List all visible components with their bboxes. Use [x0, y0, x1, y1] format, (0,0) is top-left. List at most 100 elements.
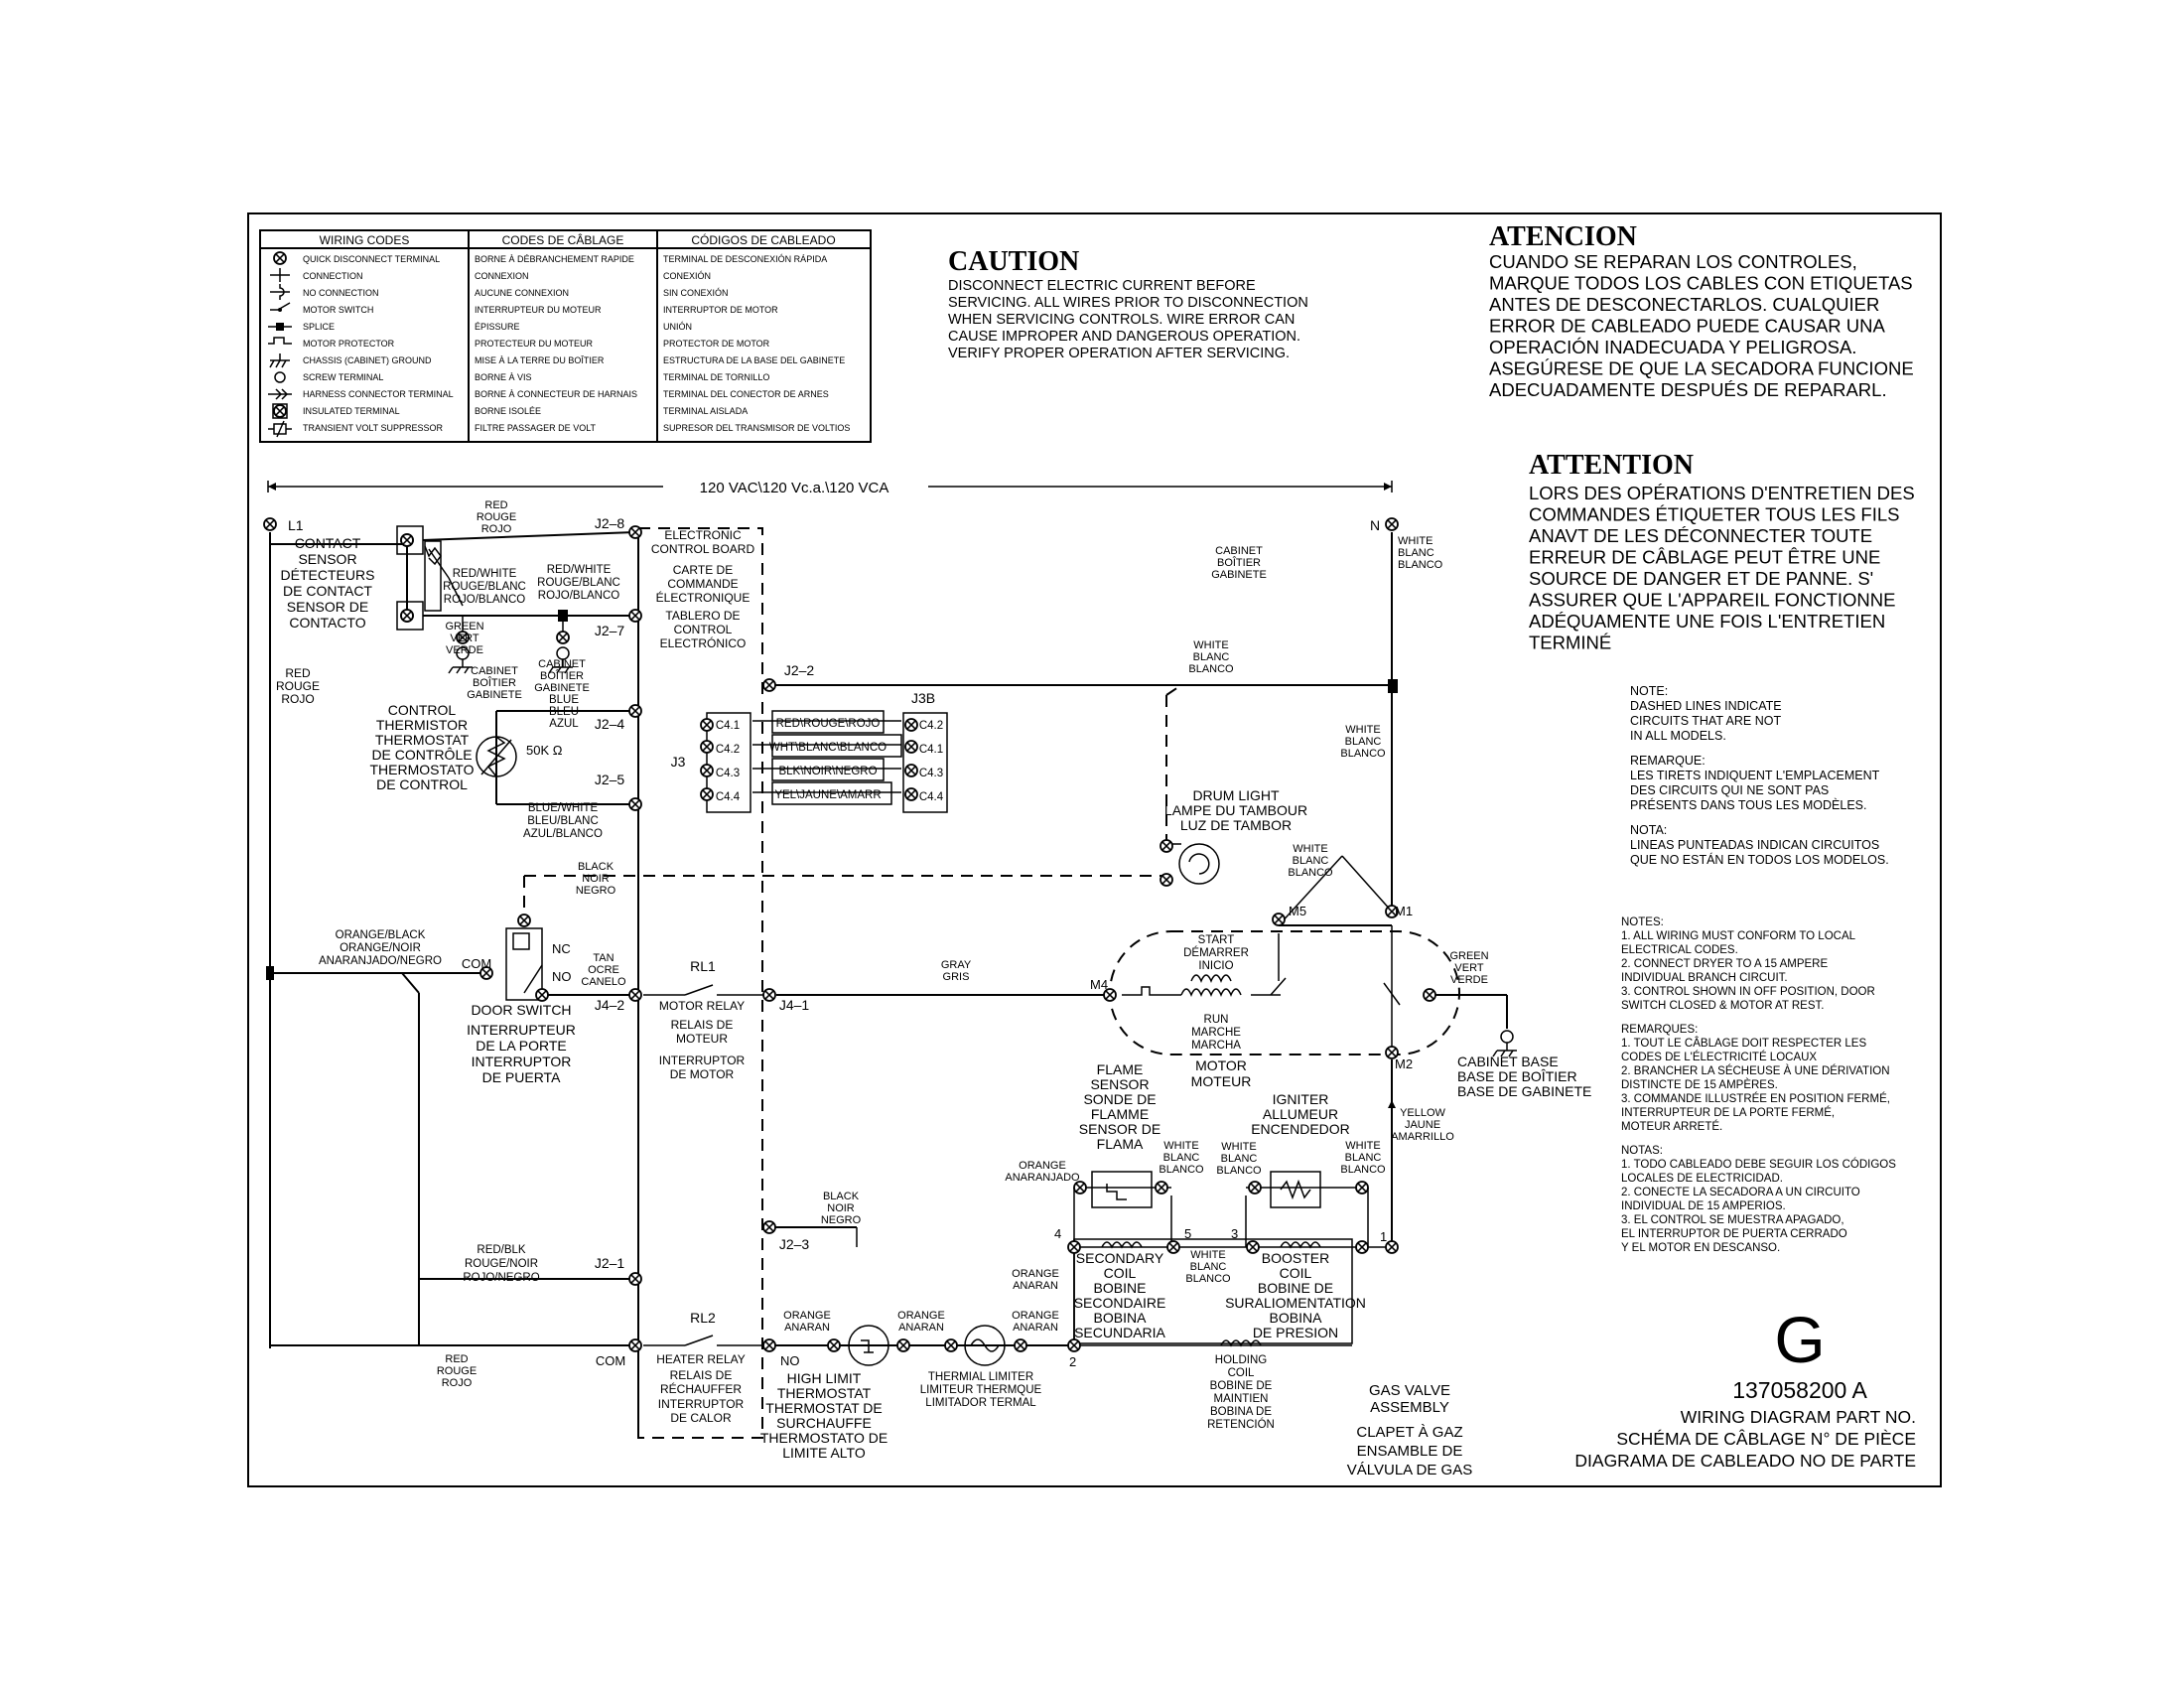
harness-connector-icon — [268, 388, 292, 400]
cabinet-base-label: BASE DE GABINETE — [1457, 1083, 1591, 1099]
quick-disconnect-terminal-icon — [1423, 988, 1436, 1002]
quick-disconnect-terminal-icon — [1272, 913, 1286, 926]
note-line: 1. TODO CABLEADO DEBE SEGUIR LOS CÓDIGOS — [1621, 1158, 1896, 1171]
code-es-text: TERMINAL DEL CONECTOR DE ARNES — [663, 389, 829, 399]
quick-disconnect-terminal-icon — [1385, 1240, 1399, 1254]
door-switch-label: DE LA PORTE — [476, 1038, 567, 1054]
quick-disconnect-terminal-icon — [628, 525, 642, 539]
wire-label: ROJO/NEGRO — [463, 1272, 539, 1284]
code-fr-text: PROTECTEUR DU MOTEUR — [475, 339, 594, 349]
quick-disconnect-terminal-icon — [904, 764, 918, 777]
pin-label: C4.3 — [919, 768, 943, 779]
quick-disconnect-terminal-icon — [1155, 1181, 1168, 1195]
wire-label: ROJO/BLANCO — [444, 594, 525, 606]
wire-label: YELLOW — [1400, 1107, 1445, 1119]
wire-label: BLEU — [549, 706, 579, 718]
quick-disconnect-terminal-icon — [1248, 1181, 1262, 1195]
pin-label: C4.2 — [716, 744, 740, 756]
wiring-codes-table: WIRING CODES CODES DE CÂBLAGE CÓDIGOS DE… — [259, 229, 872, 443]
note-line: CODES DE L'ÉLECTRICITÉ LOCAUX — [1621, 1051, 1817, 1063]
note-line: LES TIRETS INDIQUENT L'EMPLACEMENT — [1630, 769, 1880, 782]
wire-label: YEL\JAUNE\AMARR — [774, 789, 881, 801]
wire-label: WHITE — [1190, 1249, 1225, 1261]
flame-sensor-label: SENSOR DE — [1079, 1121, 1160, 1137]
note-line: SWITCH CLOSED & MOTOR AT REST. — [1621, 1000, 1824, 1012]
note-line: DASHED LINES INDICATE — [1630, 699, 1782, 713]
door-switch-label: INTERRUPTEUR — [467, 1022, 576, 1038]
wire-label: BLANC — [1190, 1261, 1227, 1273]
caution-title: CAUTION — [948, 246, 1079, 277]
cabinet-base-label: BASE DE BOÎTIER — [1457, 1068, 1577, 1084]
heater-relay-label: RELAIS DE — [670, 1368, 733, 1382]
quick-disconnect-terminal-icon — [700, 718, 714, 732]
wire-label: VERDE — [1450, 974, 1488, 986]
caution-line: SERVICING. ALL WIRES PRIOR TO DISCONNECT… — [948, 295, 1308, 311]
quick-disconnect-terminal-icon — [1355, 1240, 1369, 1254]
wire-label: RED\ROUGE\ROJO — [776, 718, 881, 730]
wire-label: GRAY — [941, 959, 972, 971]
attention-line: TERMINÉ — [1529, 633, 1611, 653]
high-limit-label: THERMOSTATO DE — [760, 1430, 887, 1446]
code-fr-text: BORNE À VIS — [475, 372, 532, 382]
wire-label: VERT — [1454, 962, 1483, 974]
contact-sensor-label: CONTACTO — [289, 615, 365, 631]
note-line: 1. ALL WIRING MUST CONFORM TO LOCAL — [1621, 930, 1856, 942]
wire-label: ROUGE/BLANC — [537, 577, 620, 589]
ecb-label: CONTROL — [674, 623, 733, 636]
flame-sensor-label: SENSOR — [1090, 1076, 1149, 1092]
motor-switch-icon — [270, 302, 291, 312]
wire-label: ANARANJADO/NEGRO — [319, 955, 442, 967]
motor-terminal-label: M2 — [1395, 1056, 1413, 1071]
quick-disconnect-terminal-icon — [1355, 1181, 1369, 1195]
connector-label: J2–5 — [595, 772, 625, 787]
quick-disconnect-terminal-icon — [904, 787, 918, 801]
code-en-text: SCREW TERMINAL — [303, 372, 383, 382]
flame-sensor-label: SONDE DE — [1083, 1091, 1156, 1107]
quick-disconnect-terminal-icon — [944, 1338, 958, 1352]
note-line: 2. CONECTE LA SECADORA A UN CIRCUITO — [1621, 1187, 1860, 1198]
gas-valve-label: ENSAMBLE DE — [1357, 1443, 1463, 1460]
quick-disconnect-terminal-icon — [1246, 1240, 1260, 1254]
wire-label: BLANC — [1345, 736, 1382, 748]
secondary-coil-label: SECUNDARIA — [1074, 1325, 1165, 1340]
thermal-limiter-label: THERMIAL LIMITER — [928, 1371, 1033, 1383]
thermistor-label: THERMISTOR — [376, 717, 468, 733]
igniter-label: ENCENDEDOR — [1251, 1121, 1350, 1137]
secondary-coil-label: BOBINE — [1094, 1280, 1147, 1296]
wire-label: CABINET — [1215, 545, 1263, 557]
code-en-text: MOTOR PROTECTOR — [303, 339, 395, 349]
code-fr-text: MISE À LA TERRE DU BOÎTIER — [475, 355, 605, 365]
motor-terminal-label: M4 — [1090, 977, 1108, 992]
terminal-label: NO — [552, 969, 572, 984]
attention-block: ATTENTION LORS DES OPÉRATIONS D'ENTRETIE… — [1529, 450, 1915, 653]
holding-coil-label: BOBINE DE — [1210, 1380, 1273, 1392]
wire-label: DÉMARRER — [1183, 946, 1249, 959]
wire-label: BLK\NOIR\NEGRO — [778, 766, 877, 777]
note-line: INTERRUPTEUR DE LA PORTE FERMÉ, — [1621, 1106, 1835, 1119]
quick-disconnect-terminal-icon — [535, 988, 549, 1002]
motor-protector-icon — [268, 337, 292, 345]
wire-label: ROJO — [442, 1377, 473, 1389]
connector-label: J4–2 — [595, 997, 625, 1013]
motor-terminal-label: M5 — [1289, 904, 1306, 918]
wire-label: WHT\BLANC\BLANCO — [769, 742, 887, 754]
note-line: MOTEUR ARRETÉ. — [1621, 1120, 1722, 1133]
door-switch-label: INTERRUPTOR — [472, 1054, 572, 1069]
general-notes: NOTES:1. ALL WIRING MUST CONFORM TO LOCA… — [1621, 916, 1896, 1254]
quick-disconnect-terminal-icon — [628, 704, 642, 718]
wire-label: WHITE — [1221, 1141, 1256, 1153]
thermistor-label: DE CONTROL — [376, 776, 468, 792]
note-line: PRÉSENTS DANS TOUS LES MODÈLES. — [1630, 797, 1867, 812]
thermal-limiter-label: LIMITEUR THERMQUE — [920, 1384, 1042, 1396]
connector-label: J2–4 — [595, 716, 625, 732]
connector-label: J2–7 — [595, 623, 625, 638]
wire-label: ORANGE — [1019, 1160, 1066, 1172]
insulated-terminal-icon — [272, 403, 288, 419]
igniter-label: ALLUMEUR — [1263, 1106, 1338, 1122]
relay-label: RL2 — [690, 1310, 716, 1326]
relay-label: RL1 — [690, 958, 716, 974]
note-line: REMARQUE: — [1630, 754, 1706, 768]
holding-coil-label: COIL — [1228, 1367, 1255, 1379]
terminal-label: COM — [596, 1353, 625, 1368]
